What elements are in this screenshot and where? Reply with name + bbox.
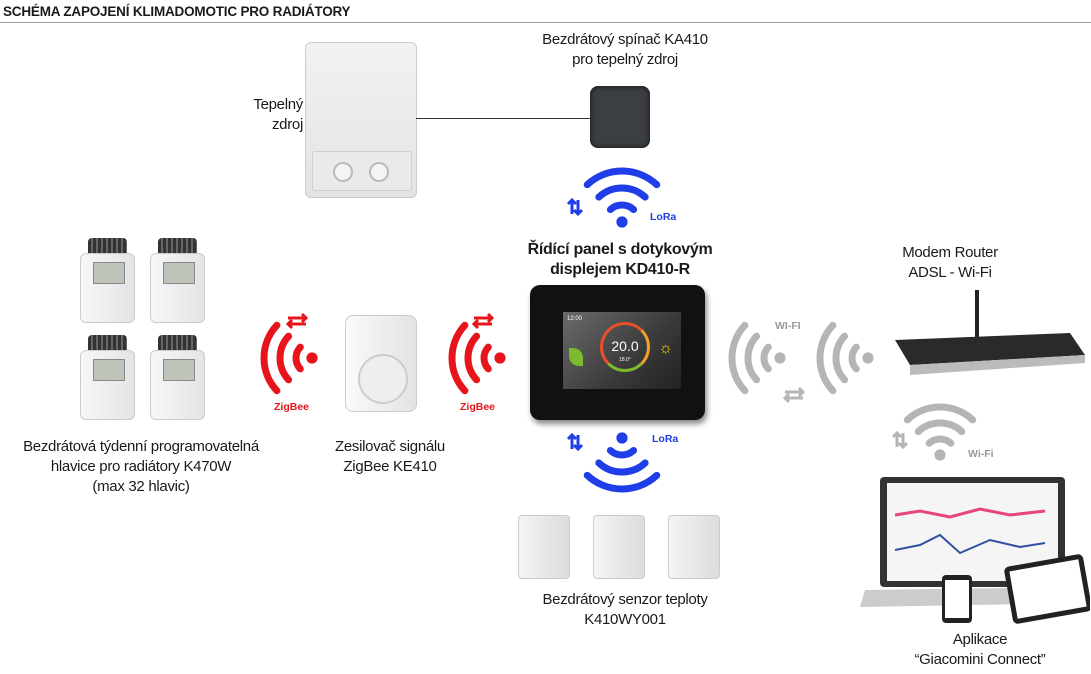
screen-temperature: 20.0 xyxy=(611,338,639,354)
leaf-icon xyxy=(569,348,583,366)
app-label-line: Aplikace xyxy=(952,631,1008,648)
boiler-label: Tepelný zdroj xyxy=(225,95,303,135)
zigbee-left-wave-arc xyxy=(260,321,281,395)
app-devices-image xyxy=(860,477,1090,624)
sensors-label-line: Bezdrátový senzor teploty xyxy=(542,591,708,608)
wifi-arrows-icon xyxy=(782,386,806,404)
screen-time: 12:00 xyxy=(567,316,583,322)
temperature-sensor-image xyxy=(593,515,645,579)
lora-bottom-wave-arc xyxy=(583,471,661,493)
wifi-app-wave-arc xyxy=(914,419,966,436)
lora-bottom-wave-arc xyxy=(595,459,649,476)
zigbee-right-arrows-icon xyxy=(471,312,495,330)
control-panel-image: 12:00 20.0 18.0° ☼ xyxy=(530,285,705,420)
wifi-router-wave-dot xyxy=(862,352,874,364)
zigbee-left-wave-dot xyxy=(306,352,318,364)
lora-bottom-wave-arc xyxy=(606,446,638,459)
zigbee-right-wave-arc xyxy=(480,343,492,373)
control-panel-screen: 12:00 20.0 18.0° ☼ xyxy=(563,312,681,389)
heads-label: Bezdrátová týdenní programovatelná hlavi… xyxy=(0,437,282,497)
router-label: Modem Router ADSL - Wi-Fi xyxy=(860,243,1040,283)
zigbee-tag-left: ZigBee xyxy=(274,401,310,413)
radiator-head-image xyxy=(80,238,135,324)
temperature-sensor-image xyxy=(518,515,570,579)
control-panel-label-line: displejem KD410-R xyxy=(550,261,690,278)
repeater-label-line: ZigBee KE410 xyxy=(343,458,437,475)
lora-bottom-wave-dot xyxy=(616,432,628,444)
radiator-head-image xyxy=(80,335,135,421)
wifi-panel-wave-arc xyxy=(744,332,761,384)
wifi-tag-panel: WI-FI xyxy=(775,320,801,332)
lora-top-wave-arc xyxy=(583,167,661,189)
wifi-panel-wave-dot xyxy=(774,352,786,364)
control-panel-label-line: Řídící panel s dotykovým xyxy=(527,241,713,258)
zigbee-tag-right: ZigBee xyxy=(460,401,496,413)
zigbee-left-wave-arc xyxy=(276,332,293,384)
app-label: Aplikace “Giacomini Connect” xyxy=(880,630,1080,670)
lora-top-arrows-icon xyxy=(566,197,584,217)
wifi-router-wave-arc xyxy=(848,343,860,373)
lora-bottom-arrows-icon xyxy=(566,432,584,452)
lora-top-wave-arc xyxy=(595,184,649,201)
zigbee-right-wave-arc xyxy=(464,332,481,384)
wireless-switch-image xyxy=(590,86,650,148)
sensors-label: Bezdrátový senzor teploty K410WY001 xyxy=(500,590,750,630)
wifi-panel-wave-arc xyxy=(760,343,772,373)
diagram-title: SCHÉMA ZAPOJENÍ KLIMADOMOTIC PRO RADIÁTO… xyxy=(3,4,351,19)
control-panel-label: Řídící panel s dotykovým displejem KD410… xyxy=(480,240,760,280)
lora-tag-bottom: LoRa xyxy=(652,433,679,445)
switch-label-line: pro tepelný zdroj xyxy=(572,51,678,68)
zigbee-right-wave-arc xyxy=(448,321,469,395)
switch-label: Bezdrátový spínač KA410 pro tepelný zdro… xyxy=(500,30,750,70)
router-label-line: ADSL - Wi-Fi xyxy=(908,264,992,281)
router-image xyxy=(895,290,1085,375)
radiator-head-image xyxy=(150,238,205,324)
temperature-dial: 20.0 18.0° xyxy=(600,322,650,372)
router-label-line: Modem Router xyxy=(902,244,998,261)
wifi-router-wave-arc xyxy=(832,332,849,384)
boiler-switch-wire xyxy=(416,118,590,119)
wifi-tag-app: Wi-Fi xyxy=(968,448,994,460)
heads-label-line: Bezdrátová týdenní programovatelná xyxy=(23,438,259,455)
heads-label-line: (max 32 hlavic) xyxy=(92,478,190,495)
boiler-label-line: Tepelný xyxy=(253,96,303,113)
temperature-sensor-image xyxy=(668,515,720,579)
zigbee-repeater-image xyxy=(345,315,417,412)
zigbee-left-arrows-icon xyxy=(285,312,309,330)
sensors-label-line: K410WY001 xyxy=(584,611,666,628)
wifi-app-wave-arc xyxy=(903,403,977,424)
switch-label-line: Bezdrátový spínač KA410 xyxy=(542,31,708,48)
repeater-label-line: Zesilovač signálu xyxy=(335,438,445,455)
boiler-label-line: zdroj xyxy=(271,116,303,133)
wifi-app-arrows-icon xyxy=(891,430,909,450)
wifi-panel-wave-arc xyxy=(728,321,749,395)
zigbee-left-wave-arc xyxy=(292,343,304,373)
zigbee-right-wave-dot xyxy=(494,352,506,364)
lora-top-wave-arc xyxy=(606,201,638,214)
lora-top-wave-dot xyxy=(616,216,628,228)
radiator-head-image xyxy=(150,335,205,421)
wifi-app-wave-dot xyxy=(934,449,946,461)
wifi-app-wave-arc xyxy=(925,435,955,447)
title-divider xyxy=(0,22,1091,23)
wifi-router-wave-arc xyxy=(816,321,837,395)
repeater-label: Zesilovač signálu ZigBee KE410 xyxy=(310,437,470,477)
lora-tag-top: LoRa xyxy=(650,211,677,223)
heads-label-line: hlavice pro radiátory K470W xyxy=(50,458,232,475)
sun-icon: ☼ xyxy=(658,340,673,357)
screen-setpoint: 18.0° xyxy=(619,357,631,363)
boiler-image xyxy=(305,42,417,198)
app-label-line: “Giacomini Connect” xyxy=(914,651,1046,668)
